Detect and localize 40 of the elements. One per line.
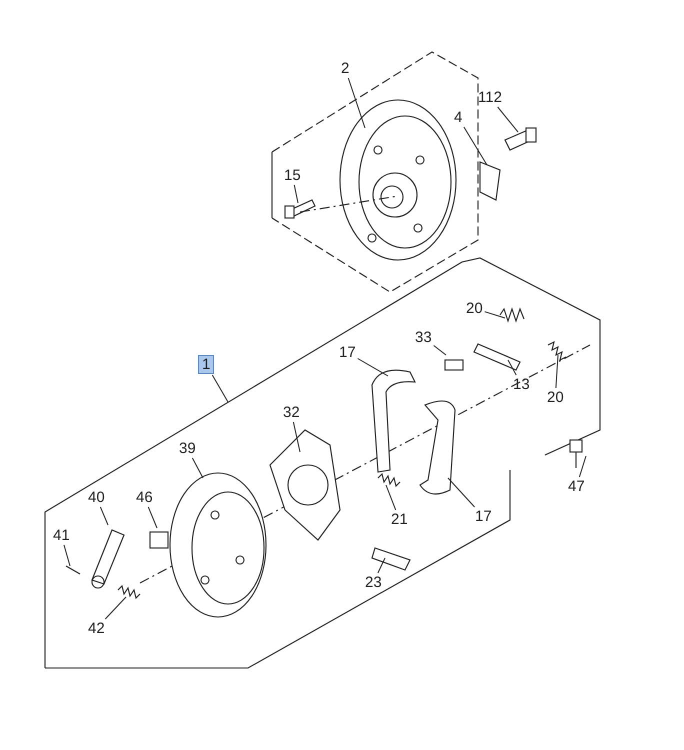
callout-number: 46 (135, 489, 154, 506)
callout-number: 112 (477, 89, 503, 106)
callout-number: 13 (512, 376, 531, 393)
callout-number: 4 (453, 109, 464, 126)
leader-line (555, 354, 558, 388)
leader-line (294, 184, 298, 204)
callout-number: 20 (546, 389, 565, 406)
callout-number: 33 (414, 329, 433, 346)
callout-number: 39 (178, 440, 197, 457)
callout-number: 42 (87, 620, 106, 637)
callout-number: 17 (338, 344, 357, 361)
leader-line (484, 311, 506, 318)
leader-line (348, 78, 366, 128)
callout-number: 32 (282, 404, 301, 421)
leader-line (100, 506, 108, 526)
callout-number: 17 (474, 508, 493, 525)
callout-number: 1 (198, 355, 214, 374)
callout-number: 40 (87, 489, 106, 506)
leader-line (104, 596, 126, 620)
leader-line (433, 345, 446, 356)
callout-number: 20 (465, 300, 484, 317)
leader-line (463, 126, 488, 166)
leader-line (386, 484, 396, 510)
callout-number: 41 (52, 527, 71, 544)
leader-line (448, 478, 476, 508)
callout-number: 2 (340, 60, 350, 77)
leader-line (192, 458, 204, 478)
leader-line (148, 506, 158, 528)
callout-number: 21 (390, 511, 409, 528)
leader-line (292, 422, 300, 452)
leader-line (64, 544, 70, 566)
callout-number: 23 (364, 574, 383, 591)
callout-number: 47 (567, 478, 586, 495)
callout-number: 15 (283, 167, 302, 184)
leader-line (377, 558, 386, 574)
leader-line (578, 456, 586, 478)
leader-line (497, 106, 518, 132)
leader-line (357, 358, 388, 376)
leader-line (212, 374, 228, 402)
leader-line (508, 360, 517, 376)
